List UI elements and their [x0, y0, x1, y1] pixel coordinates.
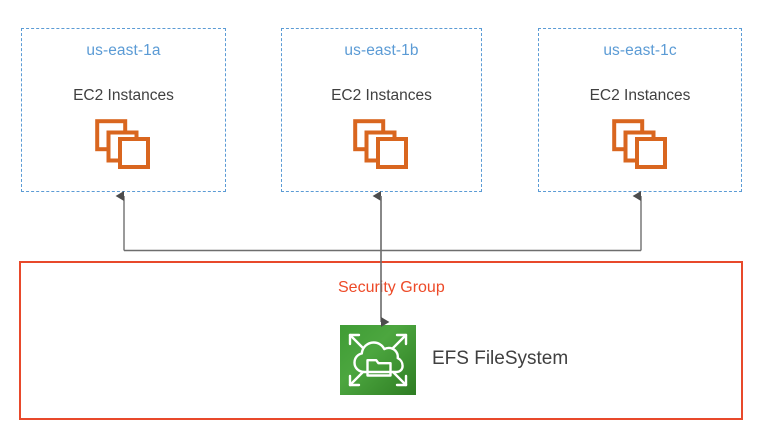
efs-filesystem-label: EFS FileSystem: [432, 348, 569, 369]
az-resource-label-us-east-1a: EC2 Instances: [73, 87, 174, 104]
az-title-us-east-1c: us-east-1c: [603, 42, 677, 59]
availability-zone-us-east-1b[interactable]: [281, 28, 482, 192]
ec2-instances-icon: [352, 118, 412, 170]
security-group-label: Security Group: [338, 279, 445, 296]
az-title-us-east-1a: us-east-1a: [86, 42, 161, 59]
az-title-us-east-1b: us-east-1b: [344, 42, 419, 59]
ec2-instances-icon: [611, 118, 671, 170]
efs-filesystem-icon: [340, 325, 416, 395]
az-resource-label-us-east-1b: EC2 Instances: [331, 87, 432, 104]
az-resource-label-us-east-1c: EC2 Instances: [589, 87, 691, 104]
ec2-instances-icon: [94, 118, 154, 170]
